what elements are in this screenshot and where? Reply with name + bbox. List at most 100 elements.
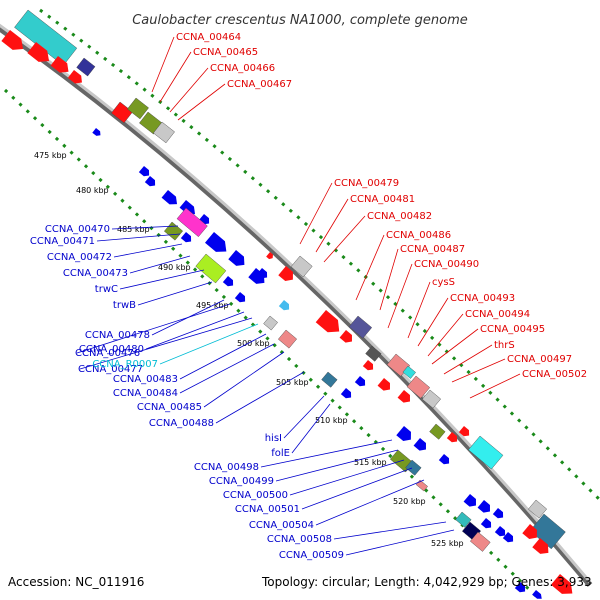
gene-feature-25[interactable] [266, 252, 274, 260]
gene-label-CCNA_00493[interactable]: CCNA_00493 [450, 293, 515, 304]
gene-feature-37[interactable] [321, 371, 338, 388]
gene-feature-5[interactable] [67, 70, 85, 86]
gene-feature-69[interactable] [551, 574, 577, 599]
gene-label-CCNA_00498[interactable]: CCNA_00498 [194, 462, 259, 473]
gene-label-trwB[interactable]: trwB [113, 300, 136, 311]
gene-label-CCNA_00488[interactable]: CCNA_00488 [149, 418, 214, 429]
gene-label-CCNA_00509[interactable]: CCNA_00509 [279, 550, 344, 561]
gene-label-CCNA_00484[interactable]: CCNA_00484 [113, 388, 178, 399]
gene-feature-18[interactable] [176, 207, 208, 238]
gene-feature-68[interactable] [532, 538, 552, 557]
gene-label-CCNA_00487[interactable]: CCNA_00487 [400, 244, 465, 255]
gene-feature-59[interactable] [455, 511, 472, 528]
gene-label-CCNA_00499[interactable]: CCNA_00499 [209, 476, 274, 487]
gene-label-CCNA_R0007[interactable]: CCNA_R0007 [92, 359, 158, 370]
gene-feature-70[interactable] [514, 582, 528, 595]
gene-label-CCNA_00470[interactable]: CCNA_00470 [45, 224, 110, 235]
gene-feature-17[interactable] [180, 232, 194, 245]
gene-label-CCNA_00504[interactable]: CCNA_00504 [249, 520, 314, 531]
gene-label-trwC[interactable]: trwC [95, 284, 118, 295]
gene-feature-51[interactable] [413, 438, 430, 453]
gene-feature-38[interactable] [340, 388, 354, 401]
gene-label-CCNA_00471[interactable]: CCNA_00471 [30, 236, 95, 247]
gene-label-CCNA_00473[interactable]: CCNA_00473 [63, 268, 128, 279]
gene-feature-20[interactable] [205, 232, 231, 257]
gene-label-CCNA_00502[interactable]: CCNA_00502 [522, 369, 587, 380]
gene-label-CCNA_00482[interactable]: CCNA_00482 [367, 211, 432, 222]
gene-feature-9[interactable] [153, 121, 175, 144]
gene-feature-6[interactable] [111, 101, 133, 124]
gene-label-CCNA_00485[interactable]: CCNA_00485 [137, 402, 202, 413]
gene-feature-19[interactable] [195, 253, 227, 284]
gene-label-thrS[interactable]: thrS [494, 340, 515, 351]
gene-label-CCNA_00472[interactable]: CCNA_00472 [47, 252, 112, 263]
gene-feature-61[interactable] [470, 531, 491, 552]
gene-feature-13[interactable] [161, 190, 181, 208]
gene-label-CCNA_00467[interactable]: CCNA_00467 [227, 79, 292, 90]
gene-feature-48[interactable] [458, 426, 472, 439]
gene-feature-36[interactable] [362, 360, 376, 373]
gene-feature-44[interactable] [377, 378, 394, 393]
gene-feature-46[interactable] [429, 423, 446, 440]
gene-feature-16[interactable] [164, 221, 184, 241]
gene-label-CCNA_00481[interactable]: CCNA_00481 [350, 194, 415, 205]
gene-label-CCNA_00479[interactable]: CCNA_00479 [334, 178, 399, 189]
gene-label-CCNA_00500[interactable]: CCNA_00500 [223, 490, 288, 501]
gene-label-cysS[interactable]: cysS [432, 277, 455, 288]
gene-label-hisI[interactable]: hisI [265, 433, 282, 444]
gene-feature-26[interactable] [256, 268, 270, 281]
gene-feature-47[interactable] [446, 432, 460, 445]
gene-feature-35[interactable] [365, 345, 382, 362]
gene-feature-21[interactable] [228, 250, 248, 269]
gene-label-CCNA_00490[interactable]: CCNA_00490 [414, 259, 479, 270]
gene-label-CCNA_00466[interactable]: CCNA_00466 [210, 63, 275, 74]
gene-feature-27[interactable] [278, 266, 296, 284]
gene-feature-41[interactable] [402, 365, 416, 379]
gene-feature-58[interactable] [492, 508, 506, 521]
gene-feature-2[interactable] [1, 30, 27, 55]
gene-feature-45[interactable] [397, 390, 414, 405]
gene-feature-31[interactable] [278, 329, 298, 349]
gene-feature-71[interactable] [532, 590, 544, 600]
gene-feature-12[interactable] [144, 176, 158, 189]
gene-label-CCNA_00476[interactable]: CCNA_00476 [75, 348, 140, 359]
gene-feature-4[interactable] [50, 56, 73, 77]
gene-feature-23[interactable] [222, 276, 236, 289]
gene-feature-7[interactable] [127, 97, 149, 120]
gene-feature-49[interactable] [468, 435, 504, 470]
gene-feature-30[interactable] [263, 315, 278, 331]
gene-label-CCNA_00497[interactable]: CCNA_00497 [507, 354, 572, 365]
gene-label-CCNA_00464[interactable]: CCNA_00464 [176, 32, 241, 43]
gene-feature-65[interactable] [528, 499, 548, 519]
gene-feature-28[interactable] [290, 255, 313, 278]
gene-label-CCNA_00486[interactable]: CCNA_00486 [386, 230, 451, 241]
gene-label-CCNA_00477[interactable]: CCNA_00477 [78, 364, 143, 375]
gene-feature-11[interactable] [138, 166, 152, 179]
gene-label-CCNA_00501[interactable]: CCNA_00501 [235, 504, 300, 515]
gene-label-CCNA_00465[interactable]: CCNA_00465 [193, 47, 258, 58]
gene-feature-3[interactable] [27, 42, 53, 67]
gene-feature-50[interactable] [396, 426, 414, 444]
gene-feature-62[interactable] [480, 518, 494, 531]
gene-feature-1[interactable] [76, 57, 96, 77]
gene-feature-64[interactable] [502, 532, 516, 545]
gene-label-folE[interactable]: folE [271, 448, 290, 459]
gene-feature-57[interactable] [477, 500, 494, 515]
gene-label-CCNA_00480[interactable]: CCNA_00480 [79, 344, 144, 355]
gene-feature-32[interactable] [315, 310, 345, 338]
gene-feature-63[interactable] [494, 526, 508, 539]
gene-feature-24[interactable] [234, 292, 248, 305]
gene-feature-43[interactable] [422, 389, 442, 409]
gene-feature-52[interactable] [438, 454, 452, 467]
gene-label-CCNA_00495[interactable]: CCNA_00495 [480, 324, 545, 335]
gene-feature-54[interactable] [405, 459, 422, 476]
gene-label-CCNA_00483[interactable]: CCNA_00483 [113, 374, 178, 385]
gene-feature-10[interactable] [92, 128, 102, 138]
gene-label-CCNA_00508[interactable]: CCNA_00508 [267, 534, 332, 545]
gene-label-CCNA_00478[interactable]: CCNA_00478 [85, 330, 150, 341]
gene-feature-39[interactable] [354, 376, 368, 389]
gene-feature-33[interactable] [348, 315, 373, 339]
gene-feature-67[interactable] [522, 524, 540, 542]
gene-feature-34[interactable] [339, 330, 356, 345]
gene-feature-42[interactable] [406, 375, 431, 399]
